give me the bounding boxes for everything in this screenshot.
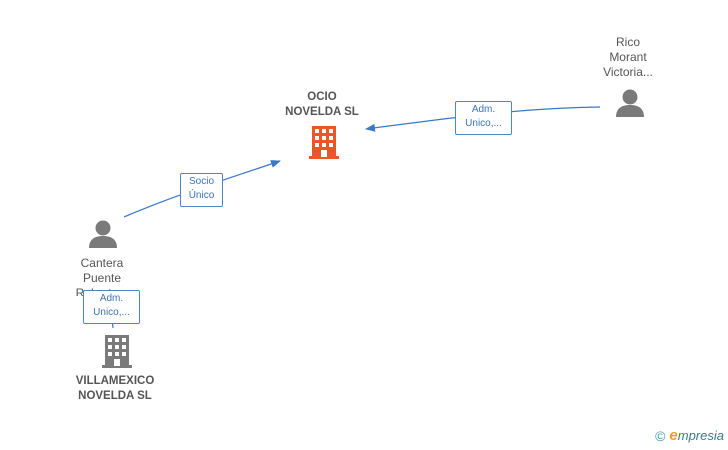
person-icon[interactable] [616, 89, 644, 118]
person-name-rico[interactable]: Rico Morant Victoria... [603, 35, 653, 79]
brand-logo: empresia [669, 427, 724, 444]
edge-label-rico-to-ocio: Adm. Unico,... [455, 101, 512, 135]
company-name-villamexico[interactable]: VILLAMEXICO NOVELDA SL [75, 375, 155, 402]
person-icon[interactable] [89, 220, 117, 249]
brand-footer: © empresia [655, 427, 724, 444]
building-icon[interactable] [308, 126, 340, 159]
building-icon[interactable] [102, 335, 132, 368]
edge-label-cantera-to-ocio: Socio Único [180, 173, 223, 207]
edge-label-cantera-to-villamexico: Adm. Unico,... [83, 290, 140, 324]
copyright-icon: © [655, 427, 666, 444]
company-name-ocio[interactable]: OCIO NOVELDA SL [285, 91, 359, 118]
